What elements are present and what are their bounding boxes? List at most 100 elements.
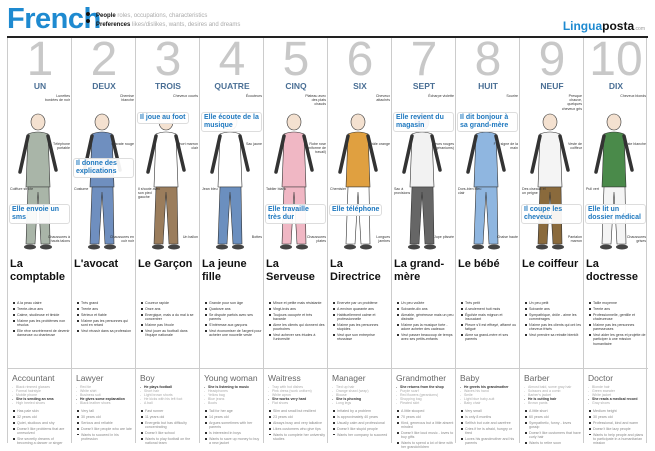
english-trait: 60 years old xyxy=(524,415,582,419)
french-trait: Onze ans xyxy=(140,307,198,311)
english-description: Purple scarf xyxy=(396,389,454,393)
french-trait: N'aime pas les personnes paresseuses xyxy=(588,323,646,332)
french-trait: Calme, studieuse et timide xyxy=(12,313,70,317)
figure-shoe xyxy=(152,244,164,250)
french-trait: Égoïste mais mignon et insouciant xyxy=(460,313,518,322)
english-trait: Professional, kind and warm xyxy=(588,421,646,425)
character-title: Le bébé xyxy=(458,258,500,270)
english-trait: Always busy and very talkative xyxy=(268,421,326,425)
french-trait: N'aime pas l'école xyxy=(140,323,198,327)
english-descriptions: Almost bald, some gray hairScissors and … xyxy=(524,385,582,406)
english-trait: Wants to succeed in his profession xyxy=(76,433,134,442)
figure-shoe xyxy=(488,244,500,250)
english-trait: Is approximately 40 years xyxy=(332,415,390,419)
callout-label: Chaussures grises xyxy=(626,235,646,244)
french-trait: Quatorze ans xyxy=(204,307,262,311)
french-trait: Aimable, généreuse mais un peu distraite xyxy=(396,313,454,322)
figure-arms xyxy=(402,134,442,174)
english-description: She is sending an sms xyxy=(12,397,70,401)
english-description: She is listening to music xyxy=(204,385,262,389)
english-description: Gray shoes xyxy=(588,401,646,405)
english-trait: Quiet, studious and shy xyxy=(12,421,70,425)
figure-torso xyxy=(345,131,371,188)
english-description: Formal hairstyle xyxy=(12,389,70,393)
english-description: Baby chair xyxy=(460,401,518,405)
french-trait: N'aime pas la musique forte - adore ache… xyxy=(396,323,454,332)
figure-legs xyxy=(473,186,499,245)
english-description: White jacket xyxy=(588,393,646,397)
french-trait: Energique, mais a du mal à se concentrer xyxy=(140,313,198,322)
english-trait: Wants to retire soon xyxy=(524,441,582,445)
english-translation: Boy He plays footballShort hairLight bro… xyxy=(136,368,200,445)
linguaposta-logo[interactable]: Linguaposta.com xyxy=(563,19,645,33)
callout-label: Coiffure stricte xyxy=(10,187,34,191)
english-title: Baby xyxy=(460,373,480,383)
callout-label: Pantalon marron xyxy=(567,235,582,244)
english-trait: She secretly dreams of becoming a dancer… xyxy=(12,437,70,446)
subtitle-people: People roles, occupations, characteristi… xyxy=(96,13,207,19)
english-trait: A little stooped xyxy=(396,409,454,413)
english-trait: Wants to save up money to buy a new jack… xyxy=(204,437,262,446)
number-word: SEPT xyxy=(412,81,436,91)
english-title: Accountant xyxy=(12,373,55,383)
english-trait: Fast runner xyxy=(140,409,198,413)
french-trait: Aime sa grand-mère et ses parents xyxy=(460,333,518,342)
callout-label: Des ciseaux et un peigne xyxy=(522,187,546,196)
english-title: Barber xyxy=(524,373,550,383)
english-trait: Tall for her age xyxy=(204,409,262,413)
header: French People roles, occupations, charac… xyxy=(0,0,655,37)
french-trait: Très grand xyxy=(76,301,134,305)
column-number: 4 xyxy=(218,33,246,86)
english-trait: Cries if he is afraid, hungry or tired xyxy=(460,427,518,436)
english-trait: 23 years old xyxy=(268,415,326,419)
figure-icon xyxy=(338,113,378,250)
action-phrase: Il coupe les cheveux xyxy=(521,204,582,224)
english-description: Yellow bag xyxy=(204,393,262,397)
character-title: La Directrice xyxy=(330,258,381,283)
figure-legs xyxy=(217,186,243,245)
french-trait: Soixante ans xyxy=(524,307,582,311)
french-trait: Vingt-trois ans xyxy=(268,307,326,311)
english-description: Red flowers (geraniums) xyxy=(396,393,454,397)
number-word: QUATRE xyxy=(214,81,250,91)
figure-arms xyxy=(338,134,378,174)
english-description: High heeled shoes xyxy=(12,401,70,405)
subtitle-people-bold: People xyxy=(96,13,116,19)
callout-label: Il shoote avec son pied gauche xyxy=(138,187,161,200)
english-description: Waves his hand xyxy=(460,389,518,393)
english-description: Black leather shoes xyxy=(76,401,134,405)
english-description: Pink dress (work uniform) xyxy=(268,389,326,393)
english-description: White shirt xyxy=(76,389,134,393)
number-word: CINQ xyxy=(285,81,307,91)
figure-icon xyxy=(594,113,634,250)
french-trait: Veut économiser de l'argent pour acheter… xyxy=(204,329,262,338)
english-trait: Doesn't like loud music - loves to buy g… xyxy=(396,431,454,440)
english-description: Headphones xyxy=(204,389,262,393)
english-description: Almost bald, some gray hair xyxy=(524,385,582,389)
action-phrase: Elle écoute de la musique xyxy=(201,112,262,132)
english-translation: Doctor Blonde hairGreen sweaterWhite jac… xyxy=(584,368,648,445)
callout-label: Chaussures plates xyxy=(306,235,326,244)
callout-label: Écouteurs xyxy=(245,94,262,98)
french-trait: Veut réussir dans sa profession xyxy=(76,329,134,333)
english-trait: Doesn't like people who are late xyxy=(76,427,134,431)
french-trait: Coureur rapide xyxy=(140,301,198,305)
callout-label: Presque chauve, quelques cheveux gris xyxy=(561,94,582,111)
english-title: Doctor xyxy=(588,373,614,383)
english-title: Waitress xyxy=(268,373,301,383)
english-description: Scissors and a comb xyxy=(524,389,582,393)
english-description: Blue jeans xyxy=(204,397,262,401)
column-number: 6 xyxy=(346,33,374,86)
english-title: Lawyer xyxy=(76,373,104,383)
english-description: Boots xyxy=(204,401,262,405)
english-description: Red tie xyxy=(76,385,134,389)
